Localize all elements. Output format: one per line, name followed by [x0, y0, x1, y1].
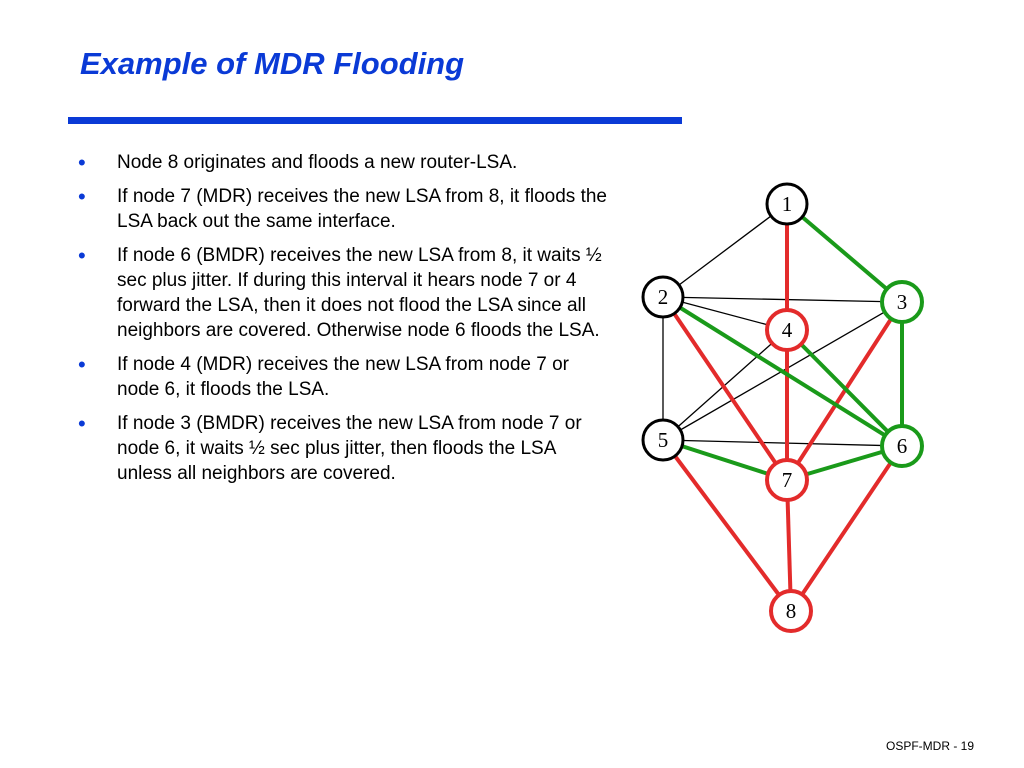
node-6: 6 — [880, 424, 924, 468]
node-label: 6 — [897, 434, 908, 458]
node-4: 4 — [765, 308, 809, 352]
bullet-item: • Node 8 originates and floods a new rou… — [78, 150, 608, 175]
node-label: 2 — [658, 285, 669, 309]
bullet-marker: • — [78, 411, 86, 436]
edge-2-6 — [661, 295, 904, 448]
bullet-text: Node 8 originates and floods a new route… — [117, 152, 518, 173]
bullet-marker: • — [78, 352, 86, 377]
edge-2-3 — [662, 296, 903, 303]
bullet-item: • If node 3 (BMDR) receives the new LSA … — [78, 411, 608, 486]
bullet-text: If node 6 (BMDR) receives the new LSA fr… — [117, 245, 602, 341]
bullet-marker: • — [78, 150, 86, 175]
bullet-text: If node 4 (MDR) receives the new LSA fro… — [117, 354, 569, 400]
slide-title: Example of MDR Flooding — [80, 46, 465, 81]
node-circle — [880, 280, 924, 324]
node-label: 1 — [782, 192, 793, 216]
edge-6-8 — [789, 444, 904, 613]
node-label: 8 — [786, 599, 797, 623]
edge-3-7 — [785, 300, 904, 482]
node-8: 8 — [769, 589, 813, 633]
bullet-item: • If node 4 (MDR) receives the new LSA f… — [78, 352, 608, 402]
bullet-marker: • — [78, 243, 86, 268]
node-circle — [765, 182, 809, 226]
node-label: 7 — [782, 468, 793, 492]
node-circle — [765, 308, 809, 352]
node-2: 2 — [641, 275, 685, 319]
bullet-item: • If node 6 (BMDR) receives the new LSA … — [78, 243, 608, 343]
title-underline — [68, 117, 682, 124]
bullet-text: If node 3 (BMDR) receives the new LSA fr… — [117, 413, 582, 484]
node-label: 5 — [658, 428, 669, 452]
node-label: 3 — [897, 290, 908, 314]
edge-4-6 — [785, 328, 904, 448]
edge-2-7 — [661, 295, 789, 482]
edge-5-8 — [661, 438, 793, 613]
node-circle — [641, 275, 685, 319]
node-7: 7 — [765, 458, 809, 502]
bullet-text: If node 7 (MDR) receives the new LSA fro… — [117, 186, 608, 232]
bullet-marker: • — [78, 184, 86, 209]
edge-5-6 — [662, 439, 903, 447]
slide-footer: OSPF-MDR - 19 — [885, 739, 974, 753]
node-1: 1 — [765, 182, 809, 226]
node-5: 5 — [641, 418, 685, 462]
edge-1-2 — [662, 203, 788, 298]
node-circle — [641, 418, 685, 462]
node-circle — [769, 589, 813, 633]
edge-1-3 — [785, 202, 904, 304]
bullet-item: • If node 7 (MDR) receives the new LSA f… — [78, 184, 608, 234]
node-circle — [765, 458, 809, 502]
node-3: 3 — [880, 280, 924, 324]
node-circle — [880, 424, 924, 468]
node-label: 4 — [782, 318, 793, 342]
bullet-list: • Node 8 originates and floods a new rou… — [78, 150, 608, 495]
